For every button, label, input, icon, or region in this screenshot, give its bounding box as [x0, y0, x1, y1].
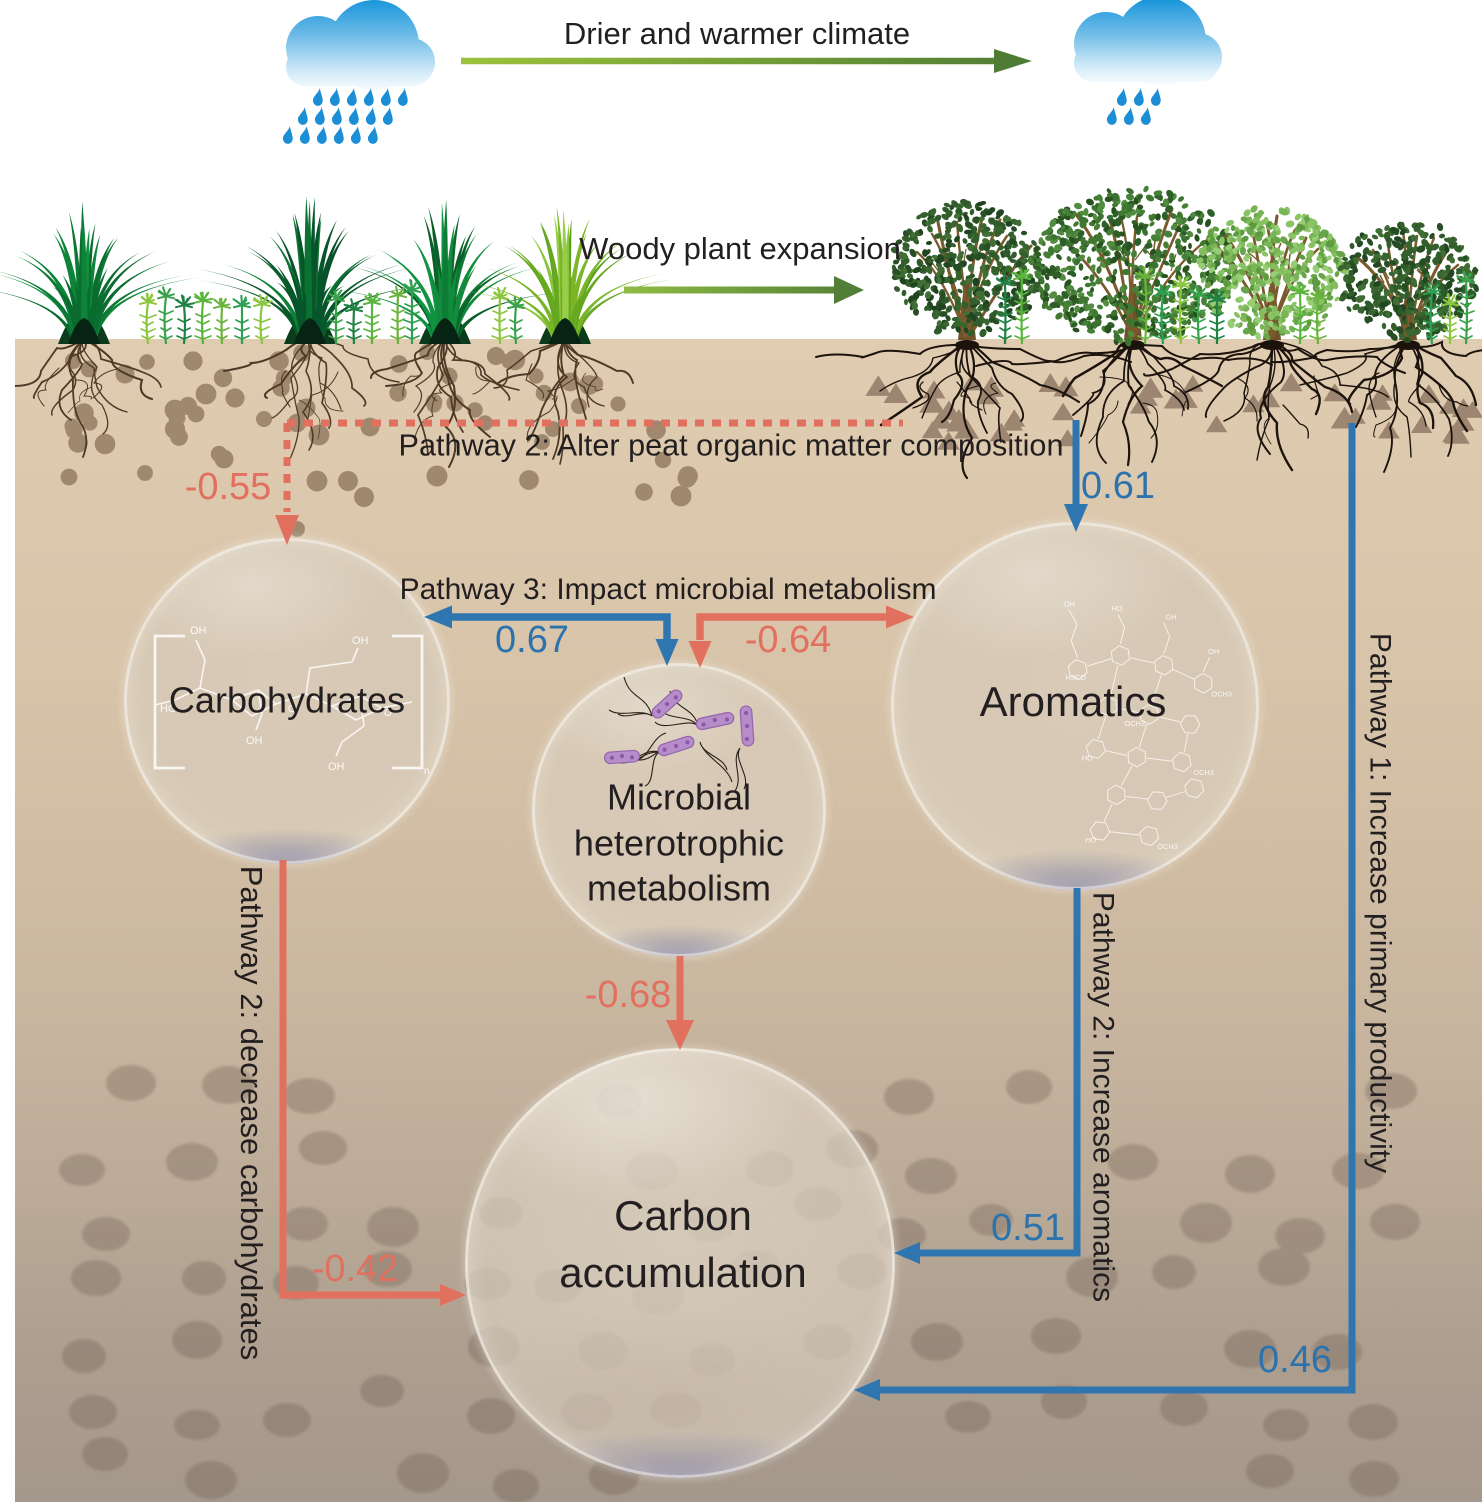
svg-text:OH: OH [190, 625, 207, 637]
svg-text:HO: HO [1082, 753, 1093, 762]
svg-text:OH: OH [1166, 612, 1177, 621]
svg-text:HO: HO [1085, 835, 1096, 844]
svg-text:n: n [424, 766, 430, 777]
svg-text:OH: OH [1064, 599, 1075, 608]
svg-text:OH: OH [246, 735, 263, 747]
svg-text:OH: OH [352, 635, 369, 647]
svg-text:OCH3: OCH3 [1157, 842, 1178, 851]
svg-text:OH: OH [1208, 647, 1219, 656]
svg-text:OCH3: OCH3 [1211, 689, 1232, 698]
svg-text:OCH3: OCH3 [1193, 768, 1214, 777]
svg-text:HO: HO [1111, 604, 1122, 613]
svg-text:OH: OH [328, 761, 345, 773]
